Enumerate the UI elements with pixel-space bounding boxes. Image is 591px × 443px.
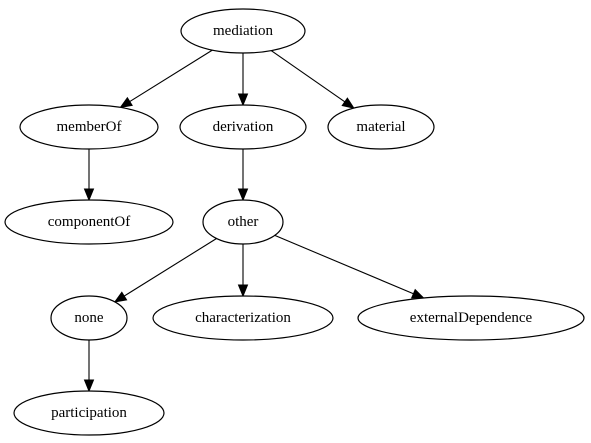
node-label: mediation bbox=[213, 23, 273, 39]
node-memberOf: memberOf bbox=[19, 104, 159, 150]
edge-memberOf-to-componentOf bbox=[83, 149, 95, 202]
node-ellipse bbox=[4, 199, 174, 245]
node-ellipse bbox=[327, 104, 435, 150]
node-externalDependence: externalDependence bbox=[357, 295, 585, 341]
nodes-layer: mediation memberOf derivation material compo… bbox=[4, 8, 585, 436]
node-participation: participation bbox=[13, 390, 165, 436]
node-label: componentOf bbox=[48, 214, 130, 230]
arrowhead bbox=[237, 284, 249, 298]
node-mediation: mediation bbox=[180, 8, 306, 54]
node-ellipse bbox=[357, 295, 585, 341]
edge-mediation-to-derivation bbox=[237, 53, 249, 107]
edge-line bbox=[129, 49, 213, 103]
node-label: other bbox=[228, 214, 259, 230]
node-ellipse bbox=[202, 199, 284, 245]
arrowhead bbox=[410, 288, 425, 299]
node-label: derivation bbox=[213, 119, 274, 135]
edge-line bbox=[123, 238, 217, 297]
edge-mediation-to-memberOf bbox=[119, 49, 213, 109]
node-ellipse bbox=[50, 295, 128, 341]
arrowhead bbox=[83, 379, 95, 393]
edge-line bbox=[274, 234, 414, 295]
node-ellipse bbox=[180, 8, 306, 54]
edge-derivation-to-other bbox=[237, 149, 249, 202]
arrowhead bbox=[237, 93, 249, 107]
edge-line bbox=[270, 50, 346, 103]
node-derivation: derivation bbox=[179, 104, 307, 150]
node-label: participation bbox=[51, 405, 127, 421]
arrowhead bbox=[341, 97, 355, 109]
node-characterization: characterization bbox=[152, 295, 334, 341]
node-label: memberOf bbox=[57, 119, 122, 135]
arrowhead bbox=[113, 291, 128, 303]
arrowhead bbox=[119, 96, 133, 109]
node-componentOf: componentOf bbox=[4, 199, 174, 245]
node-label: material bbox=[356, 119, 405, 135]
node-none: none bbox=[50, 295, 128, 341]
edge-none-to-participation bbox=[83, 340, 95, 393]
node-ellipse bbox=[13, 390, 165, 436]
node-other: other bbox=[202, 199, 284, 245]
node-label: characterization bbox=[195, 310, 291, 326]
node-ellipse bbox=[19, 104, 159, 150]
node-ellipse bbox=[152, 295, 334, 341]
arrowhead bbox=[237, 188, 249, 202]
edges-layer bbox=[83, 49, 425, 393]
node-label: externalDependence bbox=[410, 310, 533, 326]
edge-mediation-to-material bbox=[270, 50, 355, 109]
arrowhead bbox=[83, 188, 95, 202]
edge-other-to-characterization bbox=[237, 244, 249, 298]
edge-other-to-none bbox=[113, 238, 217, 303]
edge-other-to-externalDependence bbox=[274, 234, 425, 299]
node-ellipse bbox=[179, 104, 307, 150]
node-label: none bbox=[74, 310, 104, 326]
node-material: material bbox=[327, 104, 435, 150]
